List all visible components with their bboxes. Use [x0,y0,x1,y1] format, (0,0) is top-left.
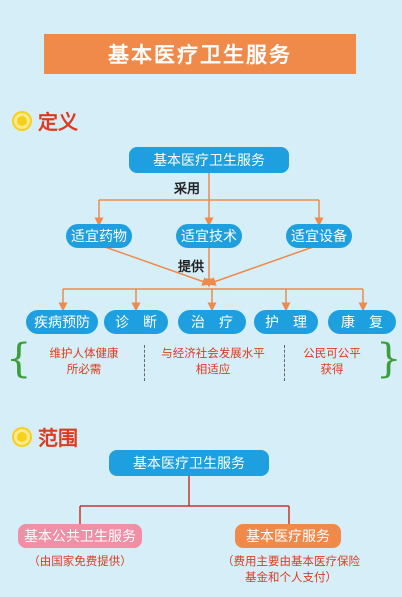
service-node-nursing: 护 理 [254,310,318,334]
definition-root-node: 基本医疗卫生服务 [129,147,289,173]
sun-bullet-icon [14,428,30,445]
scope-heading: 范围 [14,422,78,451]
definition-heading: 定义 [14,106,78,135]
means-node-equipment: 适宜设备 [286,224,352,248]
service-node-rehab: 康 复 [328,310,396,334]
desc-separator-2 [284,345,285,381]
public-health-note: （由国家免费提供） [28,554,132,568]
scope-heading-text: 范围 [38,426,78,450]
line-drug-converge [104,246,212,286]
scope-root-node: 基本医疗卫生服务 [109,450,269,476]
medical-service-note: （费用主要由基本医疗保险 基金和个人支付） [222,554,360,584]
public-health-node: 基本公共卫生服务 [18,524,142,548]
desc-separator-1 [144,345,145,381]
means-node-drug: 适宜药物 [66,224,132,248]
line-equip-converge [206,246,314,286]
adopt-label: 采用 [174,182,201,197]
desc-essential: 维护人体健康 所必需 [49,346,119,376]
page-title: 基本医疗卫生服务 [44,34,356,74]
definition-heading-text: 定义 [38,110,78,134]
sun-bullet-icon [14,112,30,129]
desc-appropriate: 与经济社会发展水平 相适应 [161,346,265,376]
medical-service-node: 基本医疗服务 [235,524,341,548]
means-node-tech: 适宜技术 [176,224,242,248]
service-node-diagnosis: 诊 断 [104,310,168,334]
desc-fair: 公民可公平 获得 [303,346,361,376]
right-bracket: } [376,336,402,382]
left-bracket: { [6,336,32,382]
service-node-treatment: 治 疗 [178,310,246,334]
provide-label: 提供 [178,260,205,275]
service-node-prevention: 疾病预防 [26,310,98,334]
